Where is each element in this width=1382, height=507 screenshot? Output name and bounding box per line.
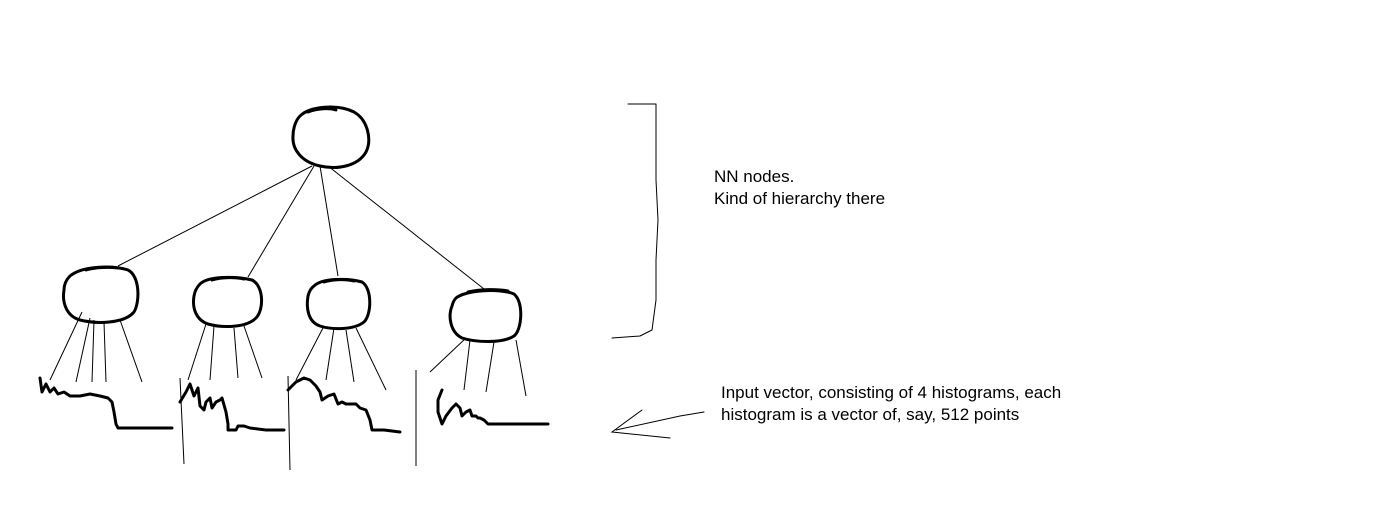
edge-root-child-1 <box>117 165 313 267</box>
histogram-3 <box>286 376 402 434</box>
arrow-shaft <box>615 411 705 431</box>
arrow-head-icon <box>610 409 671 439</box>
edge-node2-input-2 <box>209 325 215 381</box>
input-vector-line-1: Input vector, consisting of 4 histograms… <box>721 383 1062 402</box>
nn-nodes-line-2: Kind of hierarchy there <box>714 189 886 208</box>
edge-node4-input-4 <box>515 339 527 397</box>
histograms <box>38 376 550 434</box>
edge-node2-input-3 <box>233 327 239 379</box>
root-connections <box>117 165 485 290</box>
histogram-separators <box>179 370 417 471</box>
nn-nodes-annotation: NN nodes. Kind of hierarchy there <box>714 166 885 210</box>
child-node-1 <box>62 265 140 324</box>
separator-2 <box>287 375 291 471</box>
edge-node4-input-1 <box>429 337 467 373</box>
edge-node2-input-1 <box>187 323 207 381</box>
hierarchy-bracket <box>611 103 659 339</box>
nn-nodes-line-1: NN nodes. <box>714 167 795 186</box>
edge-node4-input-3 <box>485 341 495 393</box>
edge-node3-input-1 <box>295 325 325 381</box>
edge-node1-input-2 <box>75 317 91 383</box>
edge-node3-input-3 <box>345 329 355 383</box>
edge-root-child-4 <box>327 165 485 290</box>
input-vector-line-2: histogram is a vector of, say, 512 point… <box>721 405 1020 424</box>
edge-root-child-3 <box>319 165 339 277</box>
input-connections <box>49 311 527 397</box>
histogram-2 <box>178 382 286 432</box>
root-node <box>291 105 371 169</box>
edge-node2-input-4 <box>243 325 263 379</box>
child-node-2 <box>192 275 263 328</box>
child-node-4 <box>448 288 523 343</box>
edge-node3-input-2 <box>325 327 335 381</box>
child-node-3 <box>305 277 372 331</box>
edge-node1-input-5 <box>119 319 143 383</box>
separator-1 <box>179 377 185 465</box>
edge-node1-input-4 <box>103 321 107 383</box>
edge-node3-input-4 <box>355 327 387 391</box>
edge-node1-input-1 <box>49 311 83 381</box>
edge-root-child-2 <box>247 165 315 278</box>
histogram-4 <box>436 388 550 426</box>
input-arrow <box>610 409 705 439</box>
edge-node4-input-2 <box>463 339 471 391</box>
input-vector-annotation: Input vector, consisting of 4 histograms… <box>721 382 1061 426</box>
edge-node1-input-3 <box>91 319 95 383</box>
histogram-1 <box>38 376 174 430</box>
